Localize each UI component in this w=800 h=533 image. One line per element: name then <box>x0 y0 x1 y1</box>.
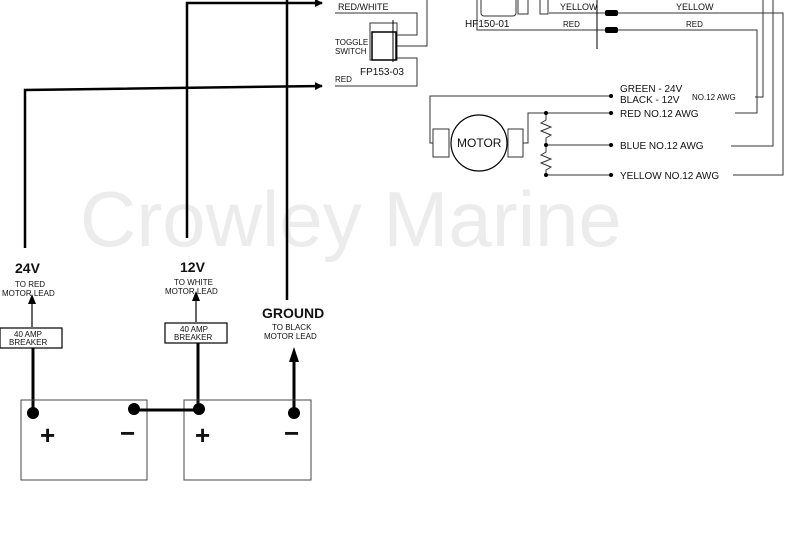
connector-part: HF150-01 <box>465 19 510 30</box>
breaker-12v-line2: BREAKER <box>174 333 212 342</box>
label-12v: 12V <box>180 259 206 275</box>
battery-1-minus: − <box>120 418 135 448</box>
wire-12v-feed <box>185 0 323 238</box>
battery-2-minus: − <box>284 418 299 448</box>
toggle-switch-label: TOGGLE <box>335 38 368 47</box>
label-24v-line2: MOTOR LEAD <box>2 289 55 298</box>
toggle-switch <box>335 0 428 87</box>
lead-black-label: BLACK - 12V <box>620 95 680 106</box>
breaker-12v <box>164 291 228 409</box>
wire-label-yellow-2: YELLOW <box>676 2 714 12</box>
label-12v-line2: MOTOR LEAD <box>165 287 218 296</box>
label-ground-line2: MOTOR LEAD <box>264 332 317 341</box>
wire-label-yellow: YELLOW <box>560 2 598 12</box>
wire-label-red-white: RED/WHITE <box>338 2 389 12</box>
breaker-24v <box>0 294 63 412</box>
lead-green-label: GREEN - 24V <box>620 84 683 95</box>
breaker-24v-line1: 40 AMP <box>14 330 42 339</box>
wire-label-red-2: RED <box>563 20 580 29</box>
wire-label-red: RED <box>335 75 352 84</box>
label-24v: 24V <box>15 260 41 276</box>
connector-hf150 <box>476 0 784 176</box>
lead-red-label: RED NO.12 AWG <box>620 109 699 120</box>
battery-1-plus: + <box>40 420 55 450</box>
battery-2-plus: + <box>195 420 210 450</box>
label-ground: GROUND <box>262 305 324 321</box>
label-12v-line1: TO WHITE <box>174 278 213 287</box>
watermark: Crowley Marine <box>80 175 622 263</box>
label-ground-line1: TO BLACK <box>272 323 312 332</box>
lead-yellow-label: YELLOW NO.12 AWG <box>620 171 719 182</box>
wire-24v-feed <box>23 82 323 248</box>
breaker-12v-line1: 40 AMP <box>180 325 208 334</box>
lead-green-gauge: NO.12 AWG <box>692 93 736 102</box>
toggle-switch-part: FP153-03 <box>360 67 404 78</box>
lead-blue-label: BLUE NO.12 AWG <box>620 141 704 152</box>
label-24v-line1: TO RED <box>15 280 45 289</box>
wire-label-red-3: RED <box>686 20 703 29</box>
breaker-24v-line2: BREAKER <box>9 338 47 347</box>
ground-arrow <box>289 347 299 412</box>
toggle-switch-label-2: SWITCH <box>335 47 367 56</box>
motor-label: MOTOR <box>457 136 502 150</box>
motor <box>429 94 613 177</box>
